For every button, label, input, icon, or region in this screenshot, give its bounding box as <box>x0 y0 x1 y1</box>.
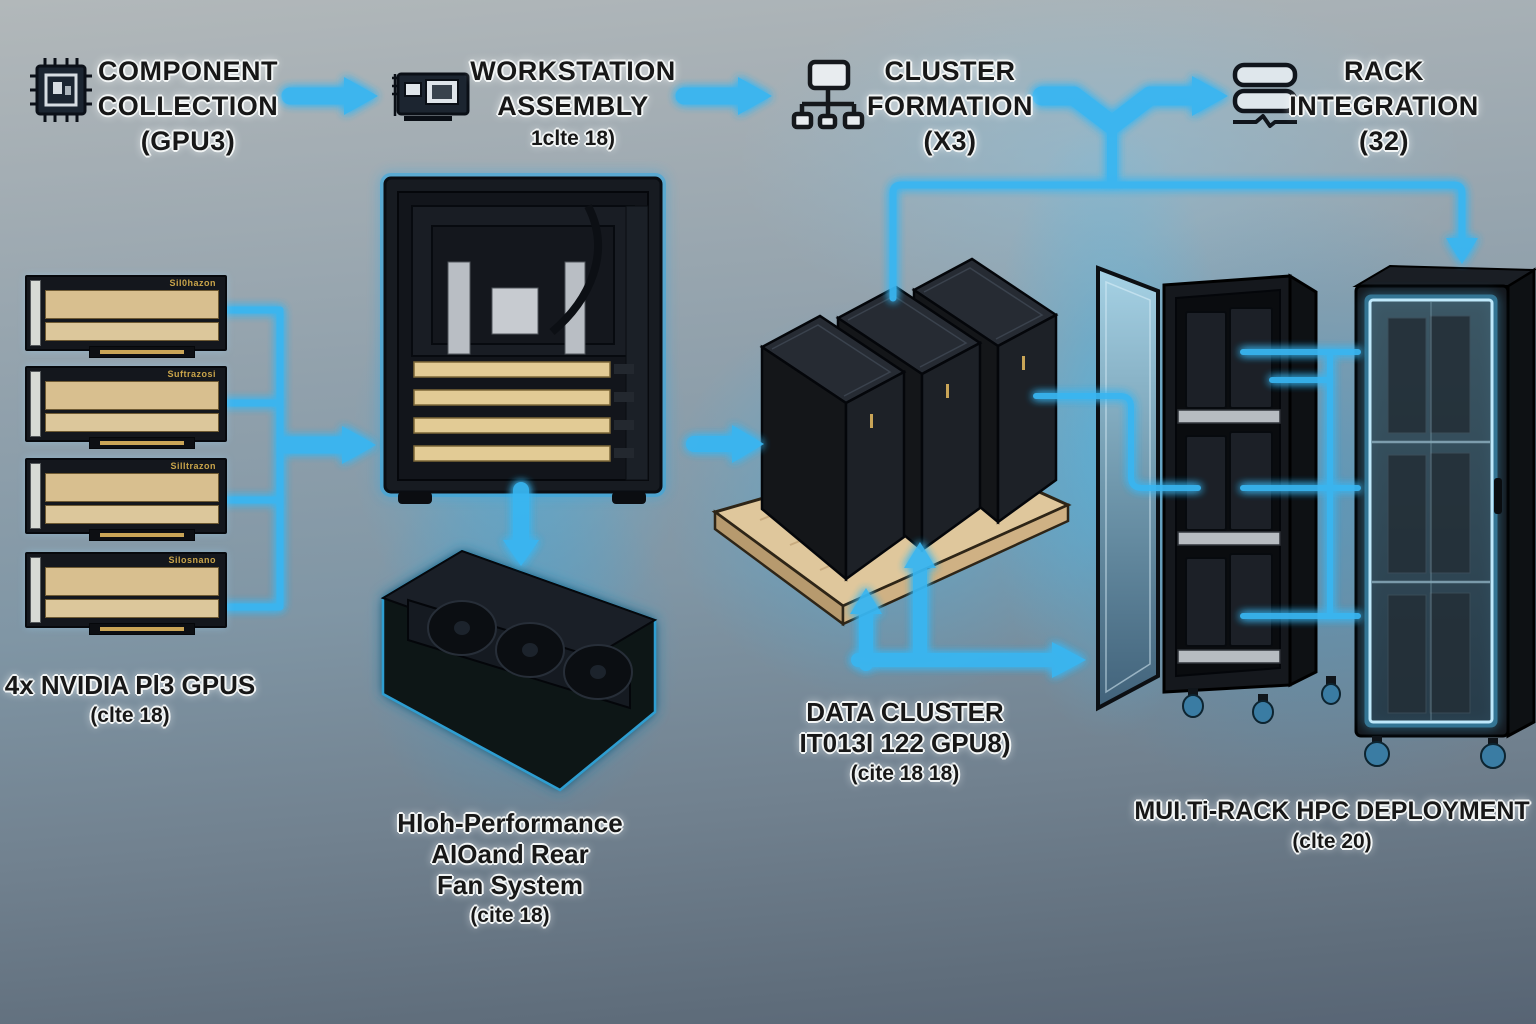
rack-shelf-rail <box>1177 409 1281 424</box>
arrow-down-into-rack <box>1446 238 1478 264</box>
stage-header-cluster-formation: CLUSTER FORMATION (X3) <box>858 54 1042 159</box>
gpu-brand-text: Silltrazon <box>170 461 216 471</box>
left-rack <box>1162 273 1341 724</box>
rack-interconnects <box>1240 349 1361 619</box>
fan-label-line: AIOand Rear <box>431 839 589 869</box>
gpu-shroud <box>45 567 219 596</box>
stage-header-rack-integration: RACK INTEGRATION (32) <box>1288 54 1480 159</box>
stage-header-workstation-assembly: WORKSTATION ASSEMBLY 1clte 18) <box>463 54 683 154</box>
stage-header-component-collection: COMPONENT COLLECTION (GPU3) <box>88 54 288 159</box>
stage-caption: 1clte 18) <box>530 127 616 150</box>
right-rack-casters <box>1364 736 1506 769</box>
pcie-connector <box>89 529 195 541</box>
gpu-card-4: Silosnano <box>25 552 227 635</box>
gpu-bracket <box>30 463 41 529</box>
left-rack-casters <box>1182 676 1341 724</box>
server-racks <box>1096 264 1536 769</box>
fan-label-caption: (cite 18) <box>470 904 550 927</box>
cpu-block <box>491 287 539 335</box>
case-pillar <box>447 261 471 355</box>
case-right-column <box>625 205 649 481</box>
gpu-card-1: Sil0hazon <box>25 275 227 358</box>
top-bus-line <box>889 181 1466 302</box>
stage-label-line: (GPU3) <box>140 126 236 156</box>
rack-server-tower <box>1185 557 1227 647</box>
rack-deployment-title: MUI.Ti-RACK HPC DEPLOYMENT <box>1134 797 1530 825</box>
cluster-label-line: IT013I 122 GPU8) <box>799 728 1011 758</box>
rack-server-tower <box>1185 311 1227 409</box>
network-icon <box>791 59 865 130</box>
stage-label-line: CLUSTER <box>884 56 1016 86</box>
gpu-card-2: Suftrazosi <box>25 366 227 449</box>
stage-label-line: INTEGRATION <box>1289 91 1479 121</box>
rack-door-handle <box>1494 478 1502 514</box>
gpu-stack-title: 4x NVIDIA Pl3 GPUS <box>4 670 256 700</box>
gpu-shroud <box>45 290 219 319</box>
right-rack <box>1352 264 1536 769</box>
gpu-card-icon <box>392 72 470 121</box>
gpu-brand-text: Silosnano <box>168 555 216 565</box>
rack-server-tower <box>1229 431 1273 531</box>
case-cable <box>549 204 602 336</box>
chip-icon <box>30 58 92 122</box>
fan-label-line: Fan System <box>437 870 583 900</box>
stage-label-line: WORKSTATION <box>470 56 676 86</box>
gpu-card-3: Silltrazon <box>25 458 227 541</box>
gpu-brand-text: Sil0hazon <box>169 278 216 288</box>
rack-deployment-caption: (clte 20) <box>1292 830 1372 853</box>
cluster-label-caption: (cite 18 18) <box>850 762 960 785</box>
gpu-shroud <box>45 473 219 502</box>
stage-label-line: (X3) <box>923 126 977 156</box>
gpu-shroud <box>45 413 219 432</box>
cluster-label-line: DATA CLUSTER <box>806 697 1004 727</box>
arrow-stage3-to-stage4 <box>1032 86 1202 135</box>
gpu-branch-lines <box>220 306 284 611</box>
stage-label-line: (32) <box>1358 126 1409 156</box>
right-rack-interior <box>1372 302 1490 720</box>
stage-label-line: COLLECTION <box>97 91 279 121</box>
data-cluster-label: DATA CLUSTER IT013I 122 GPU8) (cite 18 1… <box>765 697 1045 788</box>
gpu-bracket <box>30 280 41 346</box>
case-foot <box>612 492 646 504</box>
stage-label-line: RACK <box>1344 56 1424 86</box>
gpu-shroud <box>45 322 219 341</box>
gpu-bracket <box>30 371 41 437</box>
fan-label-line: HIoh-Performance <box>397 808 623 838</box>
rack-server-tower <box>1185 435 1227 531</box>
gpu-shroud <box>45 505 219 524</box>
rack-shelf-rail <box>1177 531 1281 546</box>
gpu-bracket <box>30 557 41 623</box>
stage-label-line: FORMATION <box>867 91 1033 121</box>
data-cluster-group <box>711 257 1072 627</box>
rack-deployment-label: MUI.Ti-RACK HPC DEPLOYMENT (clte 20) <box>1128 796 1536 856</box>
fan-system-label: HIoh-Performance AIOand Rear Fan System … <box>370 808 650 930</box>
flow-connectors <box>220 76 1478 678</box>
gpu-shroud <box>45 381 219 410</box>
cluster-tower-1 <box>759 314 907 582</box>
cluster-rack-link <box>1033 393 1201 491</box>
rack-server-tower <box>1229 307 1273 409</box>
gpu-stack-label: 4x NVIDIA Pl3 GPUS (clte 18) <box>0 670 260 730</box>
installed-gpus <box>413 361 634 462</box>
stage-label-line: COMPONENT <box>98 56 278 86</box>
gpu-shroud <box>45 599 219 618</box>
fan-system-unit <box>380 549 658 792</box>
pcie-connector <box>89 346 195 358</box>
left-rack-open-door <box>1096 265 1160 712</box>
gpu-stack-caption: (clte 18) <box>90 704 170 727</box>
workstation-case <box>380 173 666 504</box>
rack-server-tower <box>1229 553 1273 647</box>
pcie-connector <box>89 437 195 449</box>
server-stack-icon <box>1232 62 1298 128</box>
case-foot <box>398 492 432 504</box>
gpu-brand-text: Suftrazosi <box>167 369 216 379</box>
pcie-connector <box>89 623 195 635</box>
stage-label-line: ASSEMBLY <box>497 91 649 121</box>
rack-shelf-rail <box>1177 649 1281 664</box>
